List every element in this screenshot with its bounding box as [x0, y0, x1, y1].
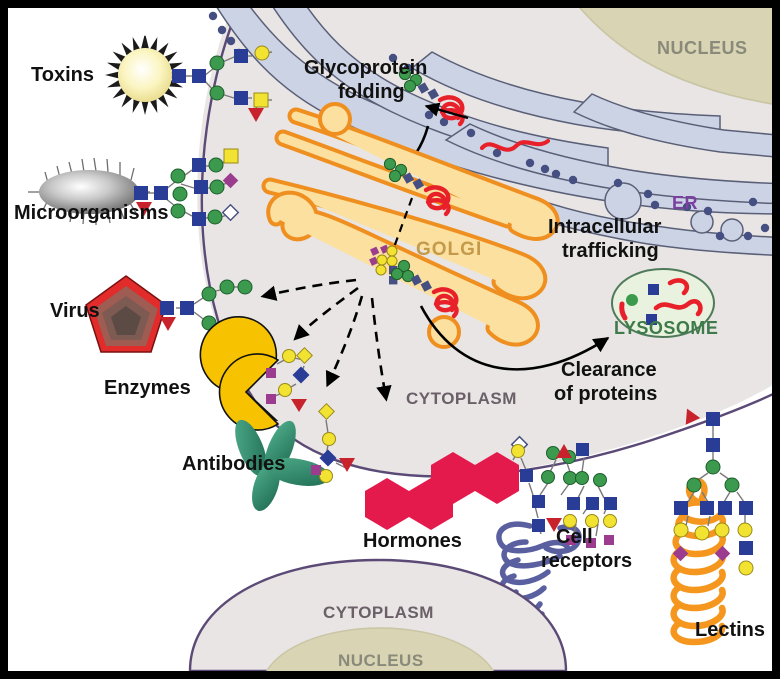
label-clearance-line2: of proteins — [554, 383, 658, 405]
label-lectins: Lectins — [695, 619, 766, 641]
label-microorganisms: Microorganisms — [14, 202, 169, 224]
glycan-receptor-right — [573, 457, 609, 537]
label-nucleus-top: NUCLEUS — [657, 38, 748, 58]
glycoprotein-golgi-upper — [383, 157, 451, 217]
lysosome — [611, 268, 715, 338]
figure-canvas: GOLGI — [8, 8, 772, 671]
label-virus: Virus — [50, 300, 100, 322]
label-antibodies: Antibodies — [182, 453, 286, 475]
label-glycoprotein-folding-line2: folding — [338, 81, 405, 103]
golgi-transfer-dashed — [391, 197, 414, 251]
glycan-microorganism-symbols — [134, 148, 240, 226]
label-toxins: Toxins — [31, 64, 94, 86]
label-cell-receptors-line2: receptors — [541, 550, 633, 572]
secretion-arrows — [260, 278, 392, 402]
toxin-particle — [105, 35, 185, 115]
glycoprotein-folding-er — [398, 67, 465, 127]
glycan-toxin-symbols — [172, 45, 270, 122]
arrow-clearance-to-lysosome — [419, 305, 610, 371]
label-hormones: Hormones — [363, 530, 462, 552]
bottom-cell — [188, 558, 568, 671]
nucleus-top — [579, 8, 772, 105]
label-glycoprotein-folding-line1: Glycoprotein — [304, 57, 428, 79]
golgi-label: GOLGI — [416, 239, 482, 260]
glycan-lectin-symbols — [672, 408, 754, 576]
glycan-enzyme-symbols — [266, 347, 313, 412]
label-er: ER — [672, 193, 699, 213]
er-vesicles — [604, 182, 744, 242]
diagram-svg: GOLGI — [28, 8, 772, 671]
label-intracellular-trafficking-line1: Intracellular — [548, 216, 662, 238]
label-enzymes: Enzymes — [104, 377, 191, 399]
virus-particle — [85, 275, 167, 353]
glycan-antibody-symbols — [311, 403, 355, 483]
microorganism-particle — [28, 157, 150, 225]
label-cell-receptors-line1: Cell — [556, 526, 593, 548]
label-intracellular-trafficking-line2: trafficking — [562, 240, 659, 262]
glycoprotein-golgi-lower — [369, 244, 459, 319]
label-clearance-line1: Clearance — [561, 359, 657, 381]
label-nucleus-bottom: NUCLEUS — [338, 651, 424, 670]
glycan-receptor-right-symbols — [556, 443, 617, 548]
label-cytoplasm-top: CYTOPLASM — [406, 389, 517, 408]
nascent-protein-er — [479, 138, 551, 152]
hormone-particle — [365, 452, 519, 530]
label-cytoplasm-bottom: CYTOPLASM — [323, 603, 434, 622]
lectin-helix — [670, 477, 727, 646]
enzyme-particle — [199, 315, 280, 431]
label-lysosome: LYSOSOME — [614, 318, 719, 338]
arrow-er-internal — [424, 102, 469, 120]
